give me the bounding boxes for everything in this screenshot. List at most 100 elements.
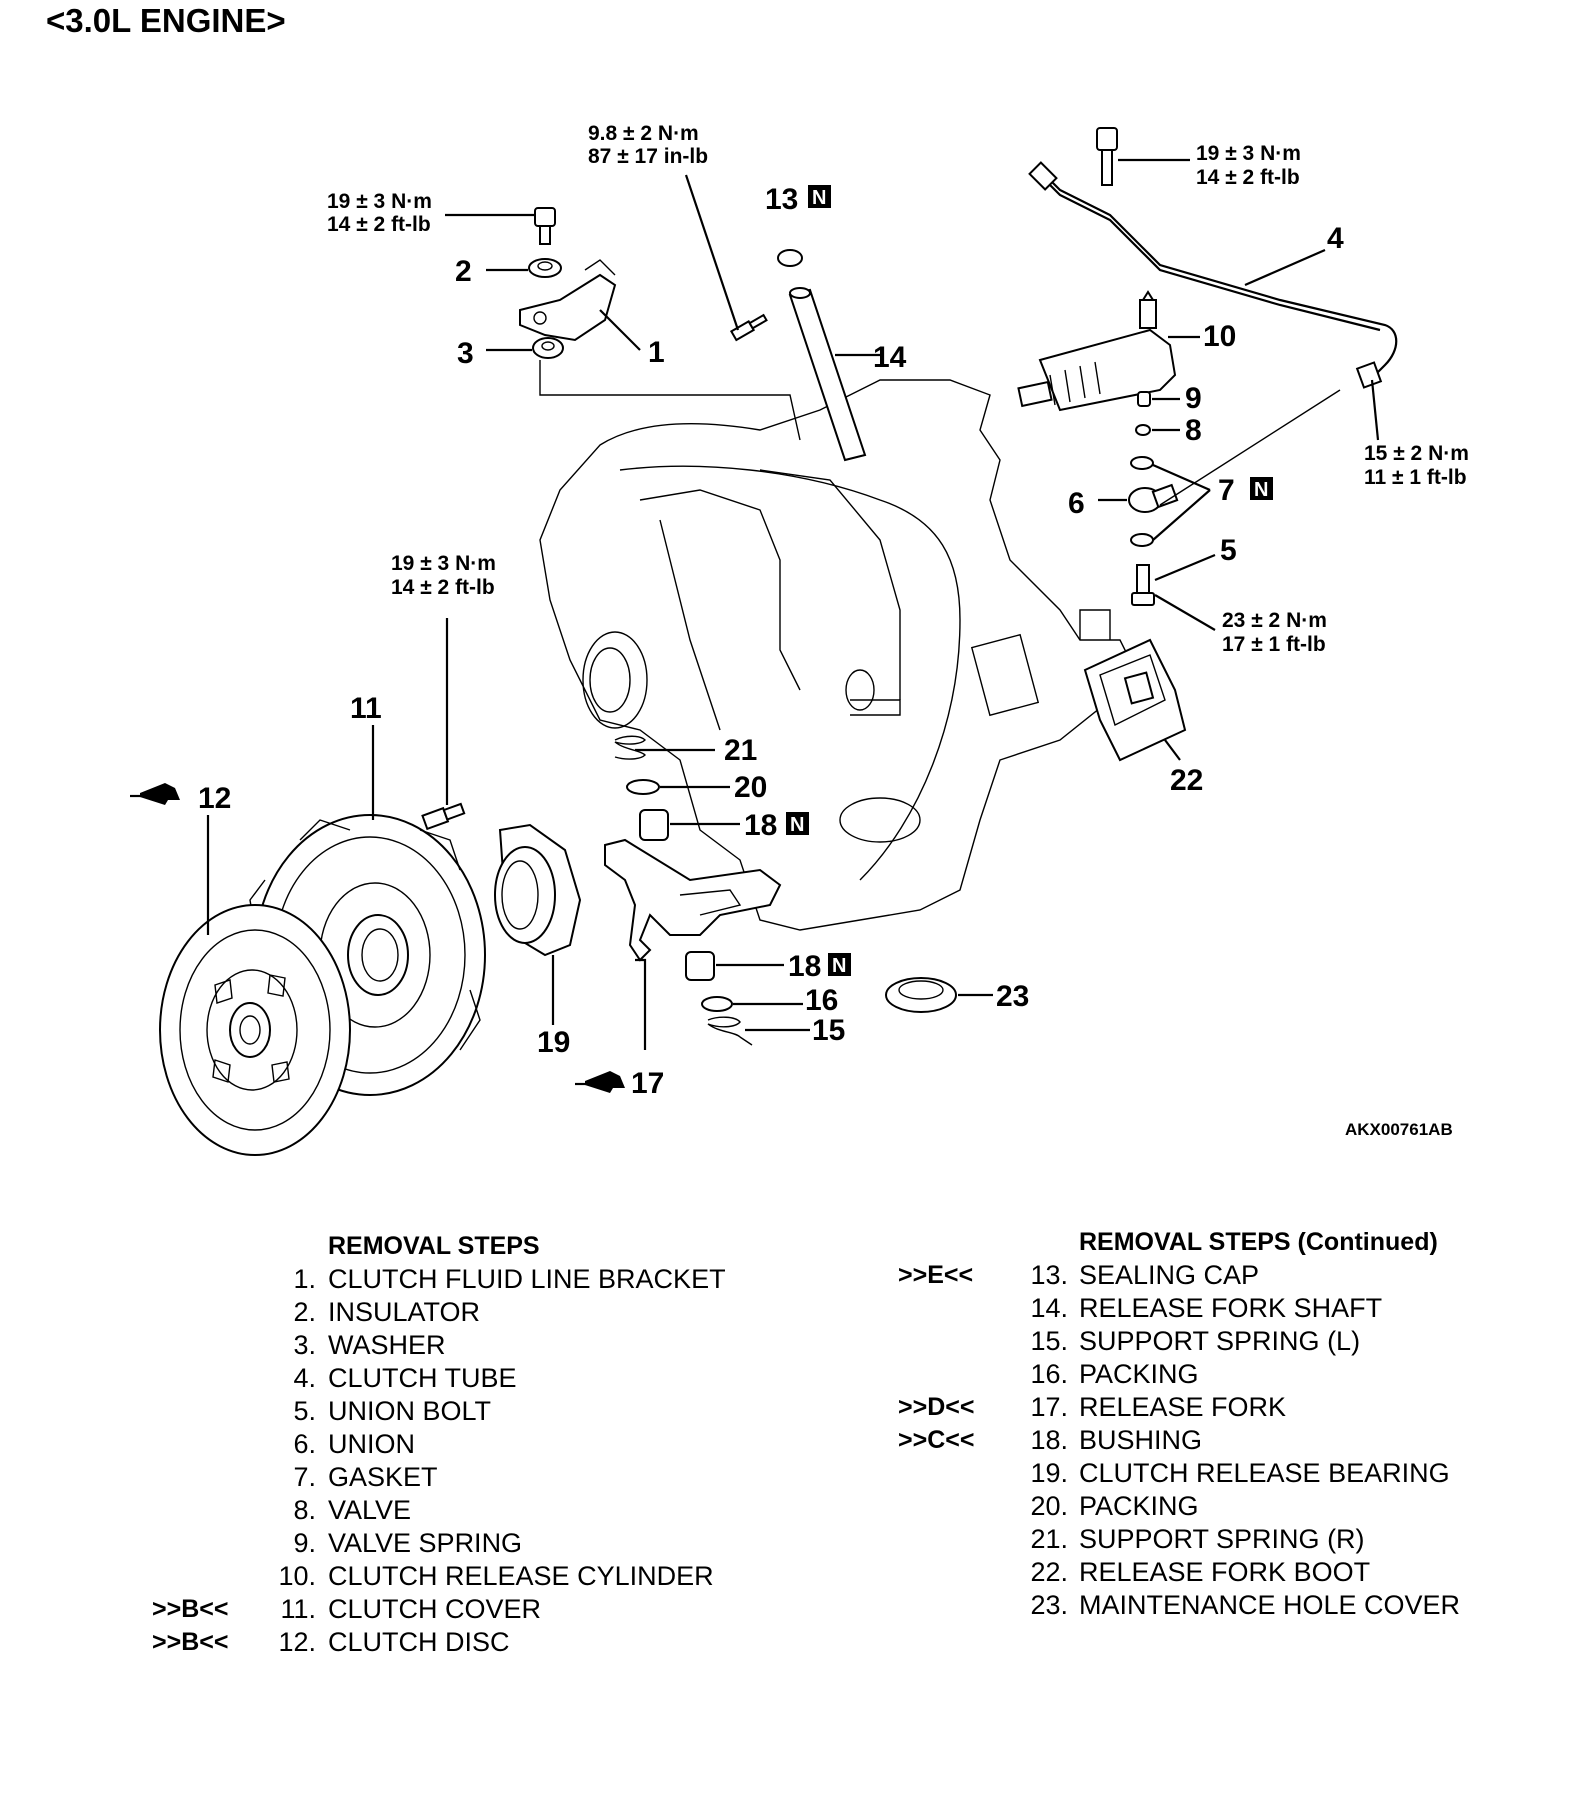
step-label: INSULATOR [328, 1297, 481, 1327]
step-number: 6. [293, 1429, 316, 1459]
step-row: 14.RELEASE FORK SHAFT [880, 1292, 1560, 1325]
maintenance-hole-cover [885, 977, 957, 1013]
callout-18-lower: 18 [788, 950, 821, 983]
torque-11-ft: 14 ± 2 ft-lb [391, 576, 495, 599]
packing-upper [626, 779, 660, 795]
step-number: 9. [293, 1528, 316, 1558]
step-number: 18. [1030, 1425, 1068, 1455]
step-reference: >>B<< [152, 1595, 229, 1623]
packing-lower [701, 996, 733, 1012]
cylinder-bolt [1096, 127, 1118, 186]
callout-18-upper: 18 [744, 809, 777, 842]
step-number: 17. [1030, 1392, 1068, 1422]
step-label: RELEASE FORK [1079, 1392, 1287, 1422]
callout-1: 1 [648, 336, 665, 369]
step-row: 21.SUPPORT SPRING (R) [880, 1523, 1560, 1556]
step-reference: >>D<< [898, 1393, 975, 1421]
step-number: 10. [278, 1561, 316, 1591]
step-number: 3. [293, 1330, 316, 1360]
callout-21: 21 [724, 734, 757, 767]
clutch-exploded-diagram: 9.8 ± 2 N·m 87 ± 17 in-lb 19 ± 3 N·m 14 … [130, 122, 1469, 1156]
step-number: 16. [1030, 1359, 1068, 1389]
transaxle-housing [539, 379, 1131, 931]
union-bolt-part [1131, 564, 1155, 606]
clutch-release-bearing [494, 823, 582, 957]
svg-text:N: N [790, 814, 804, 836]
svg-text:N: N [1254, 479, 1268, 501]
callout-16: 16 [805, 984, 838, 1017]
callout-13: 13 [765, 183, 798, 216]
torque-10-nm: 19 ± 3 N·m [1196, 142, 1301, 165]
step-label: RELEASE FORK BOOT [1079, 1557, 1371, 1587]
step-row: 8.VALVE [130, 1494, 770, 1527]
clutch-disc [159, 904, 351, 1156]
step-number: 7. [293, 1462, 316, 1492]
step-label: RELEASE FORK SHAFT [1079, 1293, 1383, 1323]
torque-4-nm: 15 ± 2 N·m [1364, 442, 1469, 465]
cover-bolt [421, 802, 466, 831]
step-row: 3. WASHER [130, 1329, 770, 1362]
step-row: 2.INSULATOR [130, 1296, 770, 1329]
callout-4: 4 [1327, 222, 1344, 255]
insulator-part [528, 258, 562, 278]
release-fork-shaft [788, 287, 867, 462]
support-spring-r [614, 735, 646, 760]
step-label: WASHER [328, 1330, 446, 1360]
callout-22: 22 [1170, 764, 1203, 797]
step-row: 23.MAINTENANCE HOLE COVER [880, 1589, 1560, 1622]
svg-text:N: N [812, 187, 826, 209]
step-number: 23. [1030, 1590, 1068, 1620]
step-label: CLUTCH FLUID LINE BRACKET [328, 1264, 726, 1294]
step-label: CLUTCH COVER [328, 1594, 542, 1624]
callout-19: 19 [537, 1026, 570, 1059]
grease-icon [130, 783, 180, 805]
bushing-lower [685, 951, 715, 981]
step-number: 15. [1030, 1326, 1068, 1356]
callout-3: 3 [457, 337, 474, 370]
support-spring-l [707, 1016, 753, 1046]
step-row: 1. CLUTCH FLUID LINE BRACKET [130, 1263, 770, 1296]
torque-13-nm: 9.8 ± 2 N·m [588, 122, 699, 145]
step-label: SUPPORT SPRING (L) [1079, 1326, 1361, 1356]
step-row: 16.PACKING [880, 1358, 1560, 1391]
bracket-bolt [534, 207, 556, 245]
release-fork-boot [1083, 638, 1187, 762]
step-number: 22. [1030, 1557, 1068, 1587]
leader-lines [206, 158, 1380, 1050]
steps-heading: REMOVAL STEPS [328, 1232, 540, 1260]
callout-15: 15 [812, 1014, 845, 1047]
torque-13-in: 87 ± 17 in-lb [588, 145, 708, 168]
callout-12: 12 [198, 782, 231, 815]
step-row: >>D<< 17. RELEASE FORK [880, 1391, 1560, 1424]
union-part [1128, 483, 1179, 513]
torque-1-nm: 19 ± 3 N·m [327, 190, 432, 213]
gasket-upper [1130, 456, 1154, 470]
step-label: BUSHING [1079, 1425, 1203, 1455]
valve-spring-part [1137, 391, 1151, 407]
step-row: 10.CLUTCH RELEASE CYLINDER [130, 1560, 770, 1593]
callout-20: 20 [734, 771, 767, 804]
torque-1-ft: 14 ± 2 ft-lb [327, 213, 431, 236]
step-row: 7.GASKET [130, 1461, 770, 1494]
step-number: 1. [293, 1264, 316, 1294]
clutch-tube [1044, 174, 1398, 376]
new-part-tag-7: N [1250, 477, 1273, 501]
page-title: <3.0L ENGINE> [46, 2, 286, 39]
steps-heading-continued: REMOVAL STEPS (Continued) [1079, 1228, 1438, 1256]
step-label: CLUTCH RELEASE BEARING [1079, 1458, 1450, 1488]
callout-8: 8 [1185, 414, 1202, 447]
removal-steps-right: REMOVAL STEPS (Continued) >>E<<13.SEALIN… [880, 1226, 1560, 1622]
step-row: 5.UNION BOLT [130, 1395, 770, 1428]
step-label: SEALING CAP [1079, 1260, 1260, 1290]
gasket-lower [1130, 533, 1154, 547]
step-number: 12. [278, 1627, 316, 1657]
new-part-tag-13: N [808, 185, 831, 209]
step-number: 19. [1030, 1458, 1068, 1488]
bushing-upper [639, 809, 669, 841]
release-fork [604, 838, 782, 962]
clutch-release-cylinder [1017, 290, 1177, 412]
torque-5-ft: 17 ± 1 ft-lb [1222, 633, 1326, 656]
step-number: 4. [293, 1363, 316, 1393]
step-row: >>E<<13.SEALING CAP [880, 1259, 1560, 1292]
